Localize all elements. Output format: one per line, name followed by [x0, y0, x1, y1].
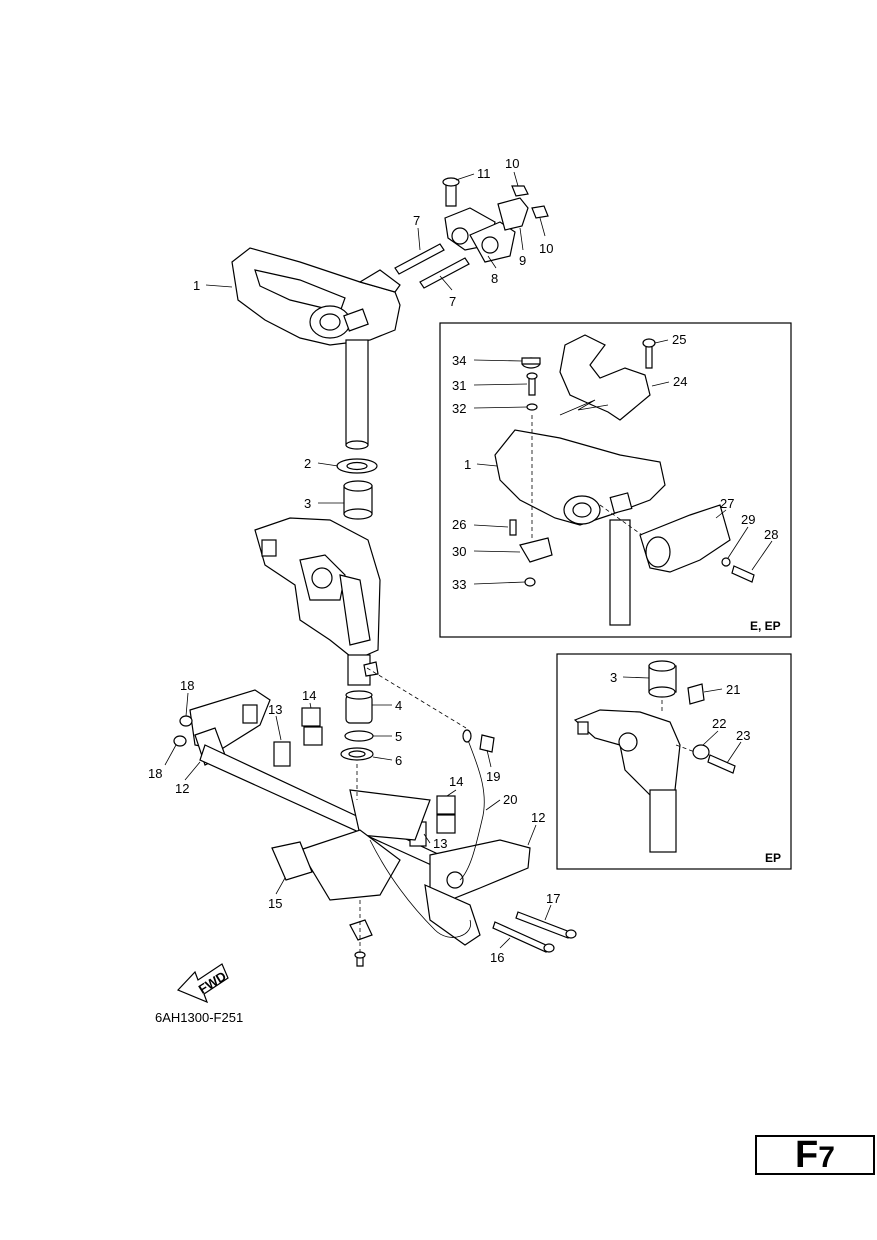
inset1-callout-34: 34 — [452, 353, 466, 368]
callout-13-a: 13 — [268, 702, 282, 717]
inset-e-ep: 1 24 25 26 27 28 29 30 31 32 33 34 E, EP — [439, 322, 792, 638]
inset1-callout-26: 26 — [452, 517, 466, 532]
callout-16: 16 — [490, 950, 504, 965]
callout-15: 15 — [268, 896, 282, 911]
callout-7-b: 7 — [449, 294, 456, 309]
callout-10-a: 10 — [505, 156, 519, 171]
inset2-callout-21: 21 — [726, 682, 740, 697]
figure-code: 6AH1300-F251 — [155, 1010, 243, 1025]
callout-6: 6 — [395, 753, 402, 768]
inset1-callout-28: 28 — [764, 527, 778, 542]
inset1-callout-33: 33 — [452, 577, 466, 592]
inset-ep-parts — [573, 660, 736, 853]
inset2-callout-23: 23 — [736, 728, 750, 743]
fwd-arrow-icon — [176, 963, 229, 1004]
inset-ep-label: EP — [765, 851, 781, 865]
inset1-callout-31: 31 — [452, 378, 466, 393]
inset1-callout-32: 32 — [452, 401, 466, 416]
callout-2: 2 — [304, 456, 311, 471]
inset-ep-callouts: 3 21 22 23 — [610, 670, 750, 764]
callout-1: 1 — [193, 278, 200, 293]
inset1-callout-29: 29 — [741, 512, 755, 527]
inset-e-ep-label: E, EP — [750, 619, 781, 633]
inset-e-ep-callouts: 1 24 25 26 27 28 29 30 31 32 33 34 — [452, 332, 778, 592]
callout-5: 5 — [395, 729, 402, 744]
bushing-parts — [336, 458, 378, 520]
callout-17: 17 — [546, 891, 560, 906]
callout-13-b: 13 — [433, 836, 447, 851]
callout-4: 4 — [395, 698, 402, 713]
inset1-callout-25: 25 — [672, 332, 686, 347]
callout-14-a: 14 — [302, 688, 316, 703]
callout-18-b: 18 — [148, 766, 162, 781]
callout-12-a: 12 — [175, 781, 189, 796]
steering-bracket-part — [231, 247, 401, 450]
page-badge: F 7 — [755, 1135, 875, 1175]
inset1-callout-24: 24 — [673, 374, 687, 389]
inset1-callout-27: 27 — [720, 496, 734, 511]
callout-10-b: 10 — [539, 241, 553, 256]
page-badge-letter: F — [795, 1134, 819, 1176]
swivel-bracket-part — [254, 517, 381, 686]
callout-3: 3 — [304, 496, 311, 511]
stud-bolt-parts — [394, 243, 470, 289]
inset1-callout-30: 30 — [452, 544, 466, 559]
upper-bracket-parts — [442, 177, 549, 263]
page-badge-number: 7 — [818, 1141, 835, 1174]
lower-mount-parts — [189, 689, 531, 946]
callout-9: 9 — [519, 253, 526, 268]
ground-lead-part — [369, 729, 485, 938]
mount-rubber-parts — [340, 690, 374, 761]
callout-8: 8 — [491, 271, 498, 286]
inset2-callout-22: 22 — [712, 716, 726, 731]
inset1-callout-1: 1 — [464, 457, 471, 472]
inset-ep: 3 21 22 23 EP — [556, 653, 792, 870]
callout-14-b: 14 — [449, 774, 463, 789]
callout-11: 11 — [477, 166, 491, 181]
inset-e-ep-parts — [494, 334, 755, 626]
inset2-callout-3: 3 — [610, 670, 617, 685]
callout-12-b: 12 — [531, 810, 545, 825]
main-assembly: FWD 6AH1300-F251 1 2 3 4 5 6 7 7 8 9 — [148, 156, 577, 1025]
callout-20: 20 — [503, 792, 517, 807]
alignment-lines — [356, 667, 467, 955]
main-callouts: 1 2 3 4 5 6 7 7 8 9 10 10 11 12 — [148, 156, 560, 965]
callout-7-a: 7 — [413, 213, 420, 228]
callout-19: 19 — [486, 769, 500, 784]
callout-18-a: 18 — [180, 678, 194, 693]
